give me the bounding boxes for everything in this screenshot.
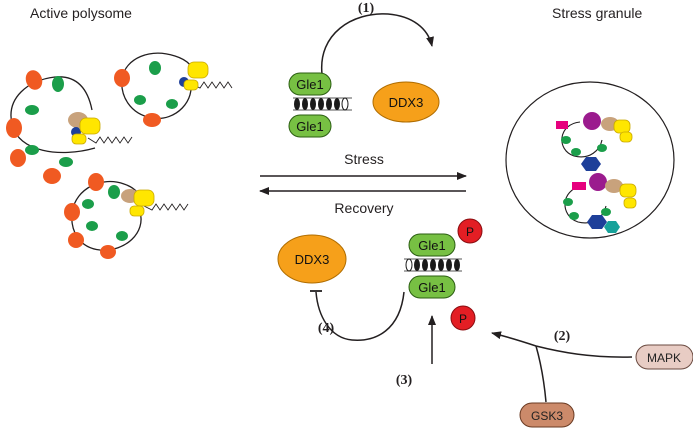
- ribosome-green: [108, 185, 120, 199]
- phospho-bottom-label: P: [459, 312, 467, 326]
- phospho-bottom: [450, 305, 476, 331]
- ribosome-green: [82, 199, 94, 209]
- stress-granule-boundary: [505, 81, 675, 239]
- active-polysome-title: Active polysome: [30, 5, 132, 21]
- gle1-phospho-top-label: Gle1: [418, 238, 445, 253]
- factor-green: [563, 198, 573, 206]
- phospho-gle1-oligomer: Gle1 P Gle1 P: [404, 218, 483, 331]
- ribosome-green: [166, 99, 178, 109]
- stress-granule-title: Stress granule: [552, 5, 642, 21]
- polysome-1: [6, 70, 133, 184]
- ddx3-bottom: [277, 234, 347, 284]
- ribosome-orange: [100, 245, 116, 259]
- gsk3-label: GSK3: [531, 409, 563, 423]
- factor-green: [569, 212, 579, 220]
- ribosome-green: [86, 221, 98, 231]
- factor-yellow: [613, 119, 631, 134]
- gle1-phospho-top: [408, 233, 456, 257]
- factor-blue-hexagon: [581, 157, 601, 171]
- factor-purple: [583, 112, 601, 130]
- step-1-arrow: [321, 13, 434, 75]
- gle1-phospho-coils: [405, 258, 460, 272]
- polysome-2: [114, 52, 233, 127]
- ribosome-orange: [143, 113, 161, 127]
- stress-recovery-arrows: Stress Recovery: [259, 151, 467, 216]
- ddx3-top-label: DDX3: [389, 95, 424, 110]
- gsk3-arrow: [535, 345, 547, 403]
- factor-teal-hexagon: [604, 221, 620, 233]
- stress-granule: [505, 81, 675, 239]
- initiation-factor-yellow: [79, 117, 101, 135]
- factor-blue-hexagon: [587, 215, 607, 229]
- factor-green: [561, 136, 571, 144]
- gle1-phospho-bottom: [408, 275, 456, 299]
- ribosome-green: [25, 105, 39, 115]
- polysome-3: [64, 173, 189, 259]
- factor-green: [601, 208, 611, 216]
- ribosome-green: [25, 145, 39, 155]
- gle1-top-label: Gle1: [296, 77, 323, 92]
- gle1-oligomer-coils: [294, 97, 349, 111]
- factor-yellow: [619, 131, 633, 143]
- gle1-top: [288, 72, 332, 96]
- ribosome-orange: [88, 173, 104, 191]
- ribosome-green: [149, 61, 161, 75]
- gle1-bottom: [288, 114, 332, 138]
- gle1-bottom-label: Gle1: [296, 119, 323, 134]
- ribosome-orange: [68, 232, 84, 248]
- factor-purple: [589, 173, 607, 191]
- step-1-label: (1): [358, 1, 375, 16]
- ribosome-orange: [10, 149, 26, 167]
- ribosome-green: [52, 76, 64, 92]
- ddx3-bottom-label: DDX3: [295, 252, 330, 267]
- ribosome-green: [134, 95, 146, 105]
- initiation-factor-yellow: [71, 133, 87, 145]
- step-4-inhibition: (4): [310, 290, 405, 341]
- step-3-label: (3): [396, 373, 413, 388]
- ribosome-green: [116, 231, 128, 241]
- step-3: (3): [396, 315, 436, 388]
- ribosome-orange: [114, 69, 130, 87]
- initiation-factor-yellow: [187, 61, 209, 79]
- initiation-factor-yellow: [129, 205, 145, 217]
- initiation-factor-yellow: [183, 79, 199, 91]
- factor-magenta: [556, 121, 568, 129]
- gle1-phospho-bottom-label: Gle1: [418, 280, 445, 295]
- phospho-top-label: P: [466, 225, 474, 239]
- mapk-node: [635, 344, 693, 370]
- factor-tan: [605, 179, 623, 193]
- ribosome-green: [59, 157, 73, 167]
- active-polysome: [6, 52, 233, 259]
- step-4-label: (4): [318, 321, 335, 336]
- ddx3-top: [372, 81, 440, 123]
- factor-yellow: [623, 197, 637, 209]
- factor-green: [571, 148, 581, 156]
- factor-yellow: [619, 183, 637, 198]
- phospho-top: [457, 218, 483, 244]
- stress-label: Stress: [344, 151, 384, 167]
- recovery-label: Recovery: [334, 200, 393, 216]
- ribosome-orange: [64, 203, 80, 221]
- ribosome-orange: [25, 70, 43, 90]
- step-2-kinases: (2) MAPK GSK3: [491, 329, 693, 428]
- ribosome-orange: [6, 118, 22, 138]
- factor-magenta: [572, 182, 586, 190]
- gsk3-node: [519, 402, 575, 428]
- mapk-label: MAPK: [647, 351, 681, 365]
- factor-green: [597, 144, 607, 152]
- step-1-gle1-oligomer: (1) Gle1 Gle1 DDX3: [288, 1, 440, 138]
- step-2-label: (2): [554, 329, 571, 344]
- initiation-factor-yellow: [133, 189, 155, 207]
- ribosome-orange: [43, 168, 61, 184]
